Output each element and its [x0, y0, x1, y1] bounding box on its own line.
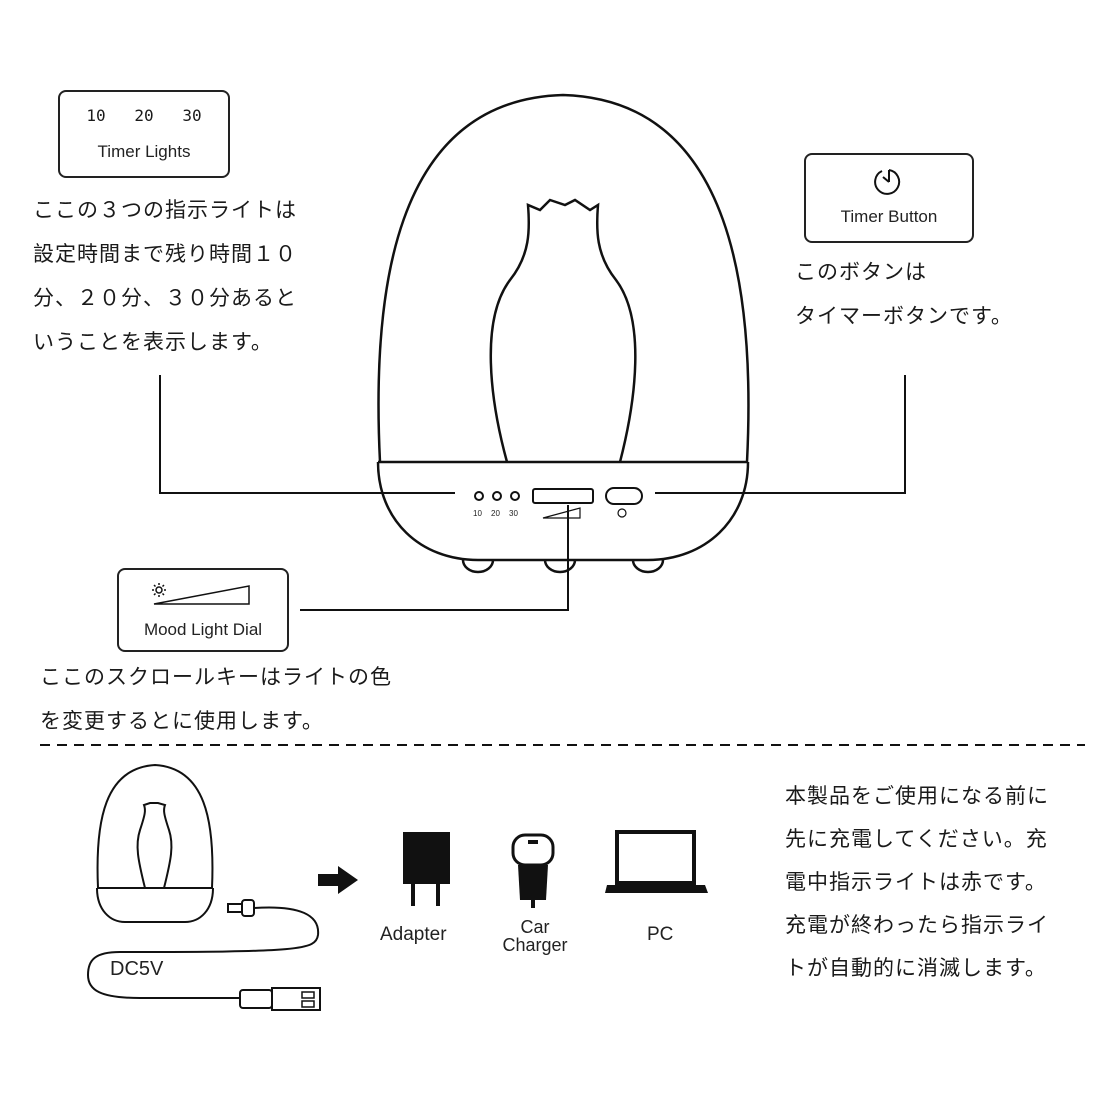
mood-light-callout: Mood Light Dial	[117, 568, 289, 652]
mood-light-description: ここのスクロールキーはライトの色 を変更するとに使用します。	[40, 655, 392, 743]
text-line: 設定時間まで残り時間１０	[33, 242, 297, 266]
text-line: を変更するとに使用します。	[40, 709, 324, 733]
brightness-wedge-icon	[152, 583, 250, 605]
device-controls	[474, 487, 643, 519]
text-line: 分、２０分、３０分あると	[33, 286, 297, 310]
adapter-label: Adapter	[380, 924, 447, 945]
timer-light-20	[492, 491, 502, 501]
device-label-10: 10	[473, 509, 482, 518]
adapter-icon	[403, 832, 450, 906]
text-line: Charger	[502, 935, 568, 955]
timer-lights-title: Timer Lights	[97, 142, 191, 161]
text-line: 本製品をご使用になる前に	[785, 784, 1049, 808]
timer-light-30	[510, 491, 520, 501]
dial-wedge	[542, 507, 581, 519]
text-line: いうことを表示します。	[33, 330, 273, 354]
text-line: 充電が終わったら指示ライ	[785, 913, 1049, 937]
usb-cable-icon	[86, 899, 321, 1011]
pc-laptop-icon	[605, 830, 708, 893]
vase	[489, 198, 637, 463]
text-line: ここのスクロールキーはライトの色	[40, 665, 392, 689]
car-charger-label: Car Charger	[490, 918, 580, 954]
digit-20: 20	[134, 106, 154, 125]
timer-light-10	[474, 491, 484, 501]
small-device-icon	[96, 763, 214, 923]
car-charger-icon	[511, 833, 555, 908]
cable-label: DC5V	[110, 958, 164, 980]
digit-10: 10	[86, 106, 106, 125]
timer-button-device	[605, 487, 643, 505]
arrow-right-icon	[318, 866, 358, 894]
device-label-20: 20	[491, 509, 500, 518]
timer-lights-description: ここの３つの指示ライトは 設定時間まで残り時間１０ 分、２０分、３０分あると い…	[33, 188, 297, 364]
mood-light-title: Mood Light Dial	[143, 620, 263, 639]
text-line: ここの３つの指示ライトは	[33, 198, 297, 222]
digit-30: 30	[182, 106, 202, 125]
timer-lights-callout: 10 20 30 Timer Lights	[58, 90, 230, 178]
leader-lines	[159, 375, 906, 611]
text-line: このボタンは	[795, 260, 927, 284]
text-line: 電中指示ライトは赤です。	[785, 870, 1047, 894]
text-line: タイマーボタンです。	[795, 304, 1013, 328]
text-line: 先に充電してください。充	[785, 827, 1048, 851]
timer-button-title: Timer Button	[840, 207, 938, 226]
mood-dial	[532, 488, 594, 504]
timer-button-callout: Timer Button	[804, 153, 974, 243]
device-label-30: 30	[509, 509, 518, 518]
timer-button-description: このボタンは タイマーボタンです。	[795, 250, 1013, 338]
text-line: トが自動的に消滅します。	[785, 956, 1047, 980]
timer-icon	[874, 169, 901, 195]
charging-description: 本製品をご使用になる前に 先に充電してください。充 電中指示ライトは赤です。 充…	[785, 775, 1049, 990]
diffuser-device	[376, 93, 750, 574]
text-line: Car	[520, 917, 550, 937]
pc-label: PC	[647, 924, 674, 945]
